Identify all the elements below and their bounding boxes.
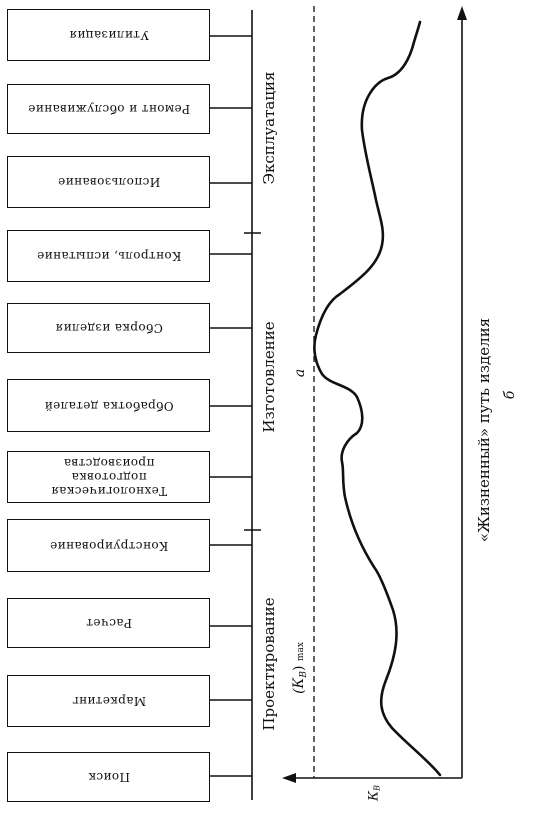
phase-label-design: Проектирование: [260, 597, 278, 731]
stage-label-machining: Обработка деталей: [43, 398, 174, 413]
stage-label-tech-prep: Технологическая подготовка производства: [50, 456, 167, 498]
label-a: а: [292, 368, 308, 378]
stage-label-repair: Ремонт и обслуживание: [27, 102, 190, 116]
kmax-label: (КВ) max: [291, 642, 309, 694]
wave-curve: [313, 20, 442, 777]
k-axis-arrowhead: [282, 773, 296, 783]
stage-box-calculation: Расчет: [7, 598, 210, 648]
stage-label-search: Поиск: [87, 770, 130, 784]
k-axis-sub: В: [372, 785, 382, 791]
stage-box-utilization: Утилизация: [7, 9, 210, 61]
box-connectors: [210, 35, 252, 777]
stage-box-tech-prep: Технологическая подготовка производства: [7, 451, 210, 503]
k-axis-label: КВ: [367, 785, 382, 801]
kmax-close: ): [291, 665, 307, 671]
k-axis-main: К: [366, 790, 382, 801]
stage-label-control: Контроль, испытание: [36, 249, 181, 263]
stage-label-assembly: Сборка изделия: [54, 321, 163, 335]
kmax-main: (К: [291, 677, 307, 694]
stage-box-usage: Использование: [7, 156, 210, 208]
stage-label-marketing: Маркетинг: [71, 694, 146, 708]
stage-box-search: Поиск: [7, 752, 210, 802]
phase-label-exploitation: Эксплуатация: [260, 71, 278, 185]
stage-label-calculation: Расчет: [85, 616, 132, 630]
stage-label-utilization: Утилизация: [68, 28, 149, 42]
stage-box-design: Конструирование: [7, 519, 210, 572]
life-path-arrowhead: [457, 6, 467, 20]
stage-label-usage: Использование: [57, 175, 160, 189]
kmax-sub: В: [299, 670, 309, 678]
stage-box-repair: Ремонт и обслуживание: [7, 84, 210, 134]
stage-box-machining: Обработка деталей: [7, 379, 210, 432]
phase-label-manufacturing: Изготовление: [260, 321, 278, 433]
kmax-suffix: max: [296, 642, 306, 662]
label-b: б: [502, 390, 518, 400]
stage-box-assembly: Сборка изделия: [7, 303, 210, 353]
life-path-label: «Жизненный» путь изделия: [475, 317, 493, 543]
stage-label-design: Конструирование: [49, 538, 168, 553]
stage-box-marketing: Маркетинг: [7, 675, 210, 727]
stage-box-control: Контроль, испытание: [7, 230, 210, 282]
